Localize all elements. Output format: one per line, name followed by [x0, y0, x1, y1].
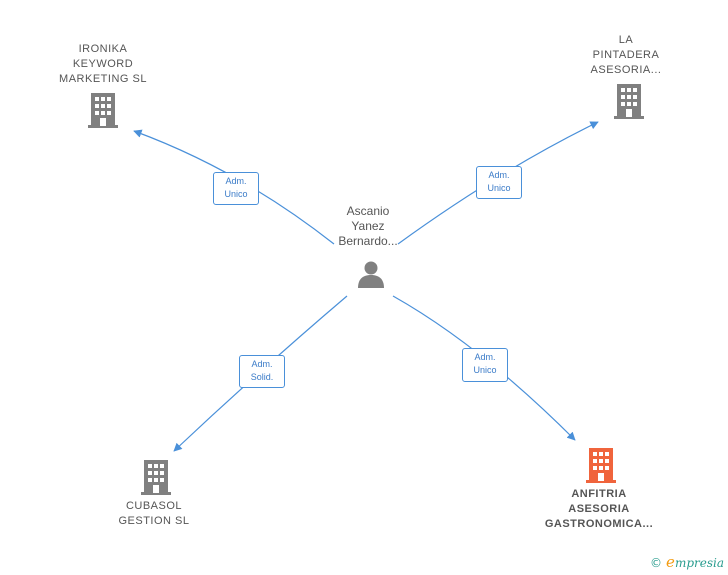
company-name-line: IRONIKA — [78, 43, 128, 55]
role-badge-line: Adm. — [488, 170, 510, 180]
building-icon[interactable] — [614, 84, 644, 119]
building-icon[interactable] — [141, 460, 171, 495]
role-badge-la-pintadera[interactable]: Adm. Unico — [476, 166, 522, 199]
company-name-line: GESTION SL — [118, 515, 190, 527]
center-person-name[interactable]: Ascanio Yanez Bernardo... — [318, 204, 418, 249]
company-label-anfitria[interactable]: ANFITRIA ASESORIA GASTRONOMICA... — [529, 487, 669, 532]
company-name-line: ASESORIA... — [590, 64, 662, 76]
company-name-line: ASESORIA — [568, 503, 630, 515]
brand-initial: e — [666, 553, 675, 571]
company-label-la-pintadera[interactable]: LA PINTADERA ASESORIA... — [566, 33, 686, 78]
role-badge-anfitria[interactable]: Adm. Unico — [462, 348, 508, 382]
company-label-cubasol[interactable]: CUBASOL GESTION SL — [94, 499, 214, 529]
role-badge-line: Adm. — [225, 176, 247, 186]
person-icon[interactable] — [356, 259, 386, 289]
building-icon[interactable] — [586, 448, 616, 483]
company-label-ironika[interactable]: IRONIKA KEYWORD MARKETING SL — [43, 42, 163, 87]
company-name-line: GASTRONOMICA... — [544, 518, 654, 530]
company-name-line: PINTADERA — [592, 49, 660, 61]
building-icon[interactable] — [88, 93, 118, 128]
center-name-line: Bernardo... — [338, 234, 398, 248]
brand-watermark: ©empresia — [650, 553, 724, 571]
role-badge-cubasol[interactable]: Adm. Solid. — [239, 355, 285, 388]
company-name-line: CUBASOL — [125, 500, 183, 512]
company-name-line: KEYWORD — [72, 58, 134, 70]
role-badge-line: Unico — [473, 365, 497, 375]
center-name-line: Yanez — [351, 219, 385, 233]
role-badge-ironika[interactable]: Adm. Unico — [213, 172, 259, 205]
role-badge-line: Unico — [487, 183, 511, 193]
role-badge-line: Unico — [224, 189, 248, 199]
copyright-icon: © — [650, 556, 663, 570]
center-name-line: Ascanio — [346, 204, 390, 218]
role-badge-line: Solid. — [250, 372, 274, 382]
company-name-line: LA — [618, 34, 634, 46]
brand-name: mpresia — [674, 556, 724, 570]
company-name-line: ANFITRIA — [571, 488, 627, 500]
role-badge-line: Adm. — [251, 359, 273, 369]
company-name-line: MARKETING SL — [59, 73, 147, 85]
role-badge-line: Adm. — [474, 352, 496, 362]
